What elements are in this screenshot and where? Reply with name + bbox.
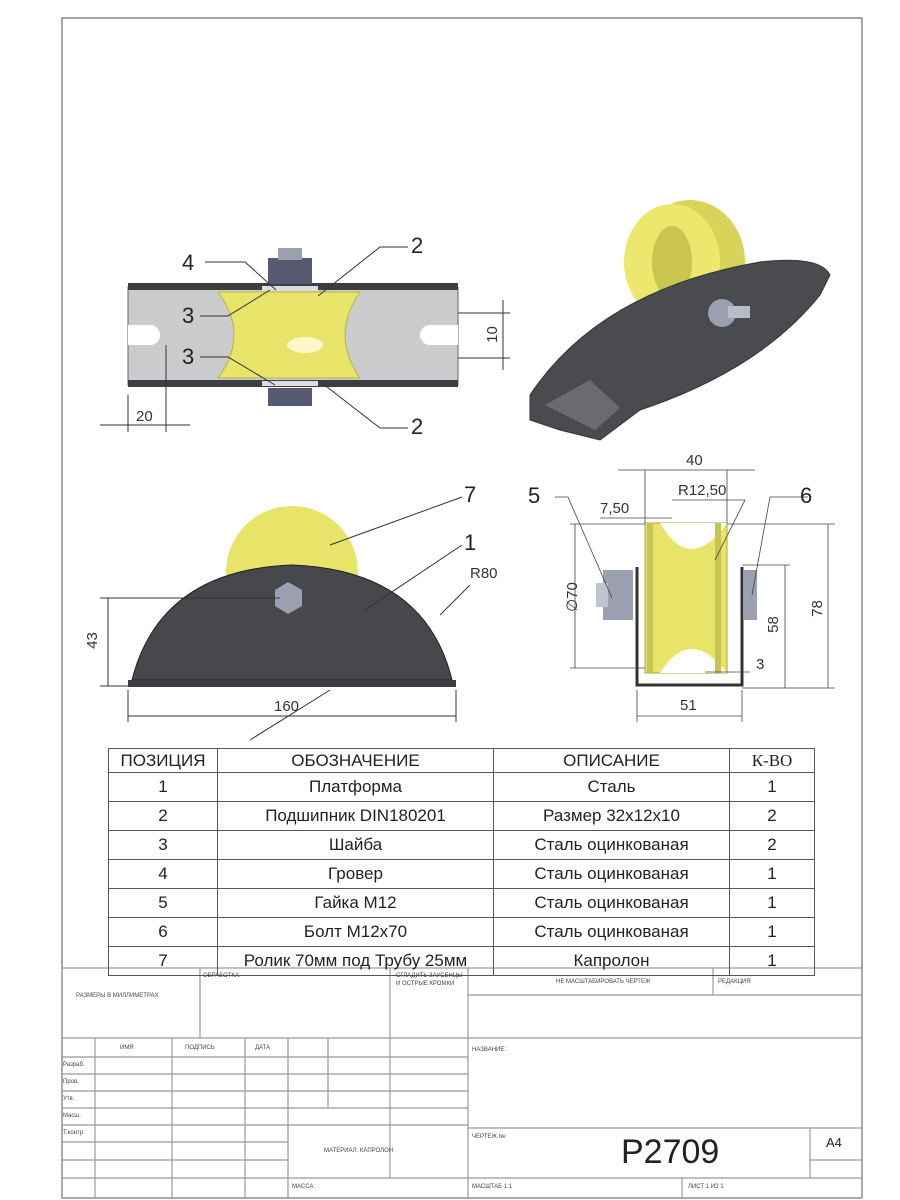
dim-160: 160: [274, 698, 300, 715]
col-name: ИМЯ: [120, 1045, 134, 1051]
cell-designation: Платформа: [217, 772, 494, 802]
dim-r12-50: R12,50: [678, 482, 727, 499]
callout-3: 3: [182, 344, 195, 369]
callout-4: 4: [182, 250, 195, 275]
cell-position: 5: [108, 888, 218, 918]
cell-description: Размер 32x12x10: [493, 801, 730, 831]
cell-designation: Болт М12x70: [217, 917, 494, 947]
top-view: [100, 246, 510, 432]
col-signature: ПОДПИСЬ: [185, 1045, 215, 1051]
dim-10: 10: [483, 326, 501, 343]
cell-description: Сталь оцинкованая: [493, 859, 730, 889]
callout-5: 5: [528, 483, 541, 508]
cell-quantity: 1: [729, 772, 815, 802]
drawing-number: P2709: [621, 1133, 720, 1171]
cell-quantity: 2: [729, 801, 815, 831]
side-view: [555, 469, 835, 722]
header-position: ПОЗИЦИЯ: [108, 748, 218, 773]
revision-label: РЕДАКЦИЯ: [718, 979, 751, 985]
dim-7-50: 7,50: [600, 500, 630, 517]
row-checked: Пров.: [63, 1079, 79, 1085]
callout-7: 7: [464, 482, 477, 507]
cell-description: Сталь: [493, 772, 730, 802]
callout-2: 2: [411, 233, 424, 258]
dim-r80: R80: [470, 565, 498, 582]
cell-position: 3: [108, 830, 218, 860]
title-block-grid: [61, 967, 863, 1199]
units-note: РАЗМЕРЫ В МИЛЛИМЕТРАХ: [76, 993, 159, 999]
header-description: ОПИСАНИЕ: [493, 748, 730, 773]
cell-designation: Ролик 70мм под Трубу 25мм: [217, 946, 494, 976]
cell-position: 7: [108, 946, 218, 976]
callout-3: 3: [182, 303, 195, 328]
callout-2: 2: [411, 414, 424, 439]
dim-20: 20: [136, 408, 153, 425]
dim-78: 78: [808, 600, 826, 617]
cell-description: Сталь оцинкованая: [493, 917, 730, 947]
cell-designation: Подшипник DIN180201: [217, 801, 494, 831]
material-label: МАТЕРИАЛ: КАПРОЛОН: [324, 1148, 394, 1154]
processing-label: ОБРАБОТКА:: [203, 973, 241, 979]
deburr-note: СГЛАДИТЬ ЗАУСЕНЦЫ И ОСТРЫЕ КРОМКИ: [396, 973, 463, 987]
cell-description: Сталь оцинкованая: [493, 888, 730, 918]
cell-quantity: 1: [729, 917, 815, 947]
cell-position: 2: [108, 801, 218, 831]
cell-description: Капролон: [493, 946, 730, 976]
callout-1: 1: [464, 530, 477, 555]
name-label: НАЗВАНИЕ:: [472, 1047, 507, 1053]
dim-51: 51: [680, 697, 697, 714]
cell-quantity: 1: [729, 946, 815, 976]
cell-designation: Шайба: [217, 830, 494, 860]
dim-40: 40: [686, 452, 703, 469]
dim-3: 3: [756, 656, 765, 673]
cell-designation: Гровер: [217, 859, 494, 889]
mass-label: МАССА:: [292, 1184, 316, 1190]
col-date: ДАТА: [255, 1045, 271, 1051]
header-designation: ОБОЗНАЧЕНИЕ: [217, 748, 494, 773]
dim-diameter-70: ∅70: [563, 582, 581, 612]
iso-view: [529, 200, 831, 441]
header-quantity: К-ВО: [729, 748, 815, 773]
scale-label: МАСШТАБ 1:1: [472, 1184, 513, 1190]
row-tech-control: Т.контр: [63, 1130, 84, 1136]
table-header-row: ПОЗИЦИЯ ОБОЗНАЧЕНИЕ ОПИСАНИЕ К-ВО: [108, 748, 815, 773]
cell-description: Сталь оцинкованая: [493, 830, 730, 860]
paper-format: A4: [826, 1135, 842, 1150]
cell-designation: Гайка М12: [217, 888, 494, 918]
dim-58: 58: [764, 616, 782, 633]
cell-position: 6: [108, 917, 218, 947]
cell-position: 4: [108, 859, 218, 889]
drawing-number-label: ЧЕРТЕЖ №:: [472, 1134, 507, 1140]
no-scale-note: НЕ МАСШТАБИРОВАТЬ ЧЕРТЕЖ: [556, 979, 651, 985]
row-approved: Утв.: [63, 1096, 75, 1102]
callout-6: 6: [800, 483, 813, 508]
cell-quantity: 1: [729, 888, 815, 918]
cell-quantity: 1: [729, 859, 815, 889]
front-view: [100, 496, 471, 741]
row-developer: Разраб.: [63, 1062, 85, 1068]
sheet-label: ЛИСТ 1 ИЗ 1: [688, 1184, 724, 1190]
row-scale: Масш.: [63, 1113, 81, 1119]
cell-position: 1: [108, 772, 218, 802]
cell-quantity: 2: [729, 830, 815, 860]
dim-43: 43: [83, 632, 101, 649]
